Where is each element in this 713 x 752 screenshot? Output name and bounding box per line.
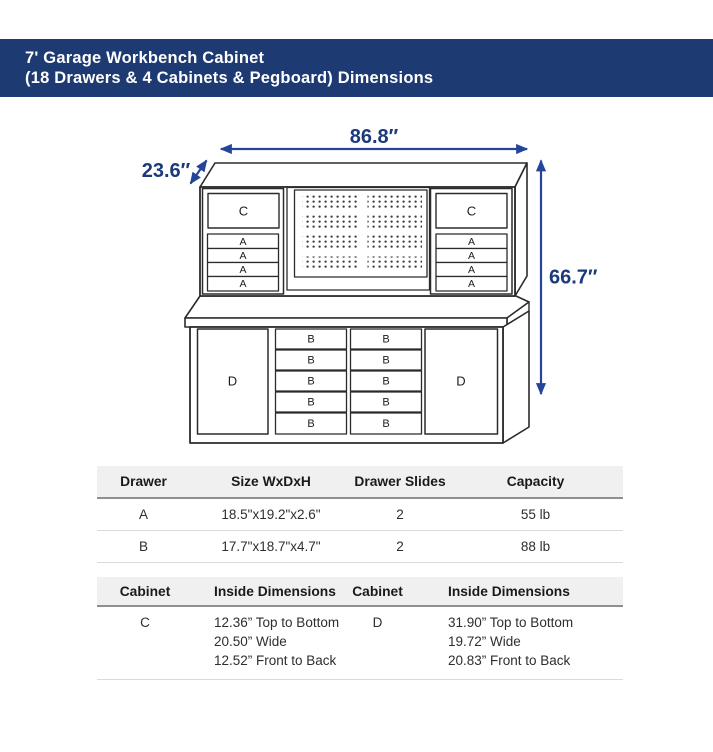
component-labels: C C A A A A A A A A B B B B B B B B B B …	[228, 204, 476, 431]
cabinet-name-cell: C	[97, 606, 193, 680]
column-header-drawer: Drawer	[97, 466, 190, 499]
drawer-b-label: B	[307, 397, 314, 409]
drawer-b-label: B	[307, 418, 314, 430]
cabinet-c-right	[435, 192, 508, 229]
drawer-b	[349, 391, 423, 413]
drawer-size-cell: 18.5"x19.2"x2.6"	[190, 498, 352, 531]
drawer-b-label: B	[382, 334, 389, 346]
cabinet-c-left	[207, 192, 280, 229]
drawer-b	[349, 370, 423, 392]
drawer-a-label: A	[239, 236, 246, 248]
drawer-capacity-cell: 88 lb	[448, 530, 623, 563]
drawer-a-label: A	[239, 250, 246, 262]
drawer-a-label: A	[239, 278, 246, 290]
drawer-a-label: A	[239, 264, 246, 276]
depth-dimension-label: 23.6″	[142, 160, 191, 182]
hutch-side-panel	[514, 162, 528, 297]
drawer-capacity-cell: 55 lb	[448, 498, 623, 531]
base-side-panel	[502, 310, 530, 444]
drawer-a-label: A	[468, 264, 475, 276]
table-row: B 17.7"x18.7"x4.7" 2 88 lb	[97, 530, 623, 563]
dim-line: 20.83” Front to Back	[448, 653, 571, 668]
pegboard-holes	[302, 194, 422, 271]
dim-line: 12.36” Top to Bottom	[214, 615, 340, 630]
drawer-slides-cell: 2	[352, 530, 448, 563]
cabinet-d-label: D	[456, 374, 465, 389]
drawer-b-label: B	[307, 334, 314, 346]
drawer-a-label: A	[468, 278, 475, 290]
countertop-surface	[184, 295, 530, 319]
drawer-b	[349, 328, 423, 350]
title-line-1: 7' Garage Workbench Cabinet	[25, 49, 265, 67]
drawer-a-label: A	[468, 236, 475, 248]
drawer-b-label: B	[382, 397, 389, 409]
dim-line: 19.72” Wide	[448, 634, 521, 649]
column-header-slides: Drawer Slides	[352, 466, 448, 499]
title-banner: 7' Garage Workbench Cabinet (18 Drawers …	[0, 39, 713, 97]
dim-line: 12.52” Front to Back	[214, 653, 337, 668]
column-header-capacity: Capacity	[448, 466, 623, 499]
cabinet-dims-cell: 12.36” Top to Bottom 20.50” Wide 12.52” …	[193, 606, 345, 680]
dim-line: 20.50” Wide	[214, 634, 287, 649]
title-line-2: (18 Drawers & 4 Cabinets & Pegboard) Dim…	[25, 69, 434, 87]
drawer-b	[274, 328, 348, 350]
drawer-spec-table: Drawer Size WxDxH Drawer Slides Capacity…	[97, 466, 623, 563]
height-dimension-label: 66.7″	[549, 267, 598, 289]
cabinet-drawing	[184, 162, 530, 444]
drawer-b	[349, 412, 423, 435]
drawer-b	[274, 391, 348, 413]
cabinet-spec-table: Cabinet Inside Dimensions Cabinet Inside…	[97, 577, 623, 680]
countertop-lip-front	[184, 317, 508, 328]
drawer-a	[206, 275, 280, 292]
drawer-slides-cell: 2	[352, 498, 448, 531]
column-header-cabinet: Cabinet	[345, 577, 410, 607]
drawer-a	[435, 275, 508, 292]
page: 7' Garage Workbench Cabinet (18 Drawers …	[0, 39, 713, 680]
width-dimension-label: 86.8″	[350, 126, 399, 148]
table-header-row: Cabinet Inside Dimensions Cabinet Inside…	[97, 577, 623, 607]
workbench-diagram: C C A A A A A A A A B B B B B B B B B B …	[142, 126, 598, 444]
drawer-a-label: A	[468, 250, 475, 262]
column-header-inside-dimensions: Inside Dimensions	[410, 577, 623, 607]
column-header-inside-dimensions: Inside Dimensions	[193, 577, 345, 607]
cabinet-c-label: C	[467, 204, 476, 219]
cabinet-d-right-door	[424, 328, 499, 435]
table-row: A 18.5"x19.2"x2.6" 2 55 lb	[97, 498, 623, 531]
cabinet-d-label: D	[228, 374, 237, 389]
column-header-size: Size WxDxH	[190, 466, 352, 499]
depth-dimension-arrow	[189, 159, 208, 185]
table-row: C 12.36” Top to Bottom 20.50” Wide 12.52…	[97, 606, 623, 680]
dimension-labels: 86.8″ 23.6″ 66.7″	[142, 126, 598, 289]
drawer-name-cell: A	[97, 498, 190, 531]
drawer-b	[274, 370, 348, 392]
drawer-name-cell: B	[97, 530, 190, 563]
drawer-b	[274, 412, 348, 435]
table-header-row: Drawer Size WxDxH Drawer Slides Capacity	[97, 466, 623, 499]
hutch-top-face	[199, 162, 528, 188]
drawer-b-label: B	[382, 376, 389, 388]
drawer-b-label: B	[307, 355, 314, 367]
dim-line: 31.90” Top to Bottom	[448, 615, 574, 630]
cabinet-name-cell: D	[345, 606, 410, 680]
drawer-size-cell: 17.7"x18.7"x4.7"	[190, 530, 352, 563]
cabinet-c-label: C	[239, 204, 248, 219]
drawer-b-label: B	[382, 418, 389, 430]
dimension-arrows	[189, 143, 547, 396]
drawer-b	[349, 349, 423, 371]
spec-tables: Drawer Size WxDxH Drawer Slides Capacity…	[97, 466, 623, 680]
drawer-b-label: B	[307, 376, 314, 388]
drawer-b	[274, 349, 348, 371]
column-header-cabinet: Cabinet	[97, 577, 193, 607]
drawer-b-label: B	[382, 355, 389, 367]
cabinet-d-left-door	[196, 328, 269, 435]
cabinet-dims-cell: 31.90” Top to Bottom 19.72” Wide 20.83” …	[410, 606, 623, 680]
